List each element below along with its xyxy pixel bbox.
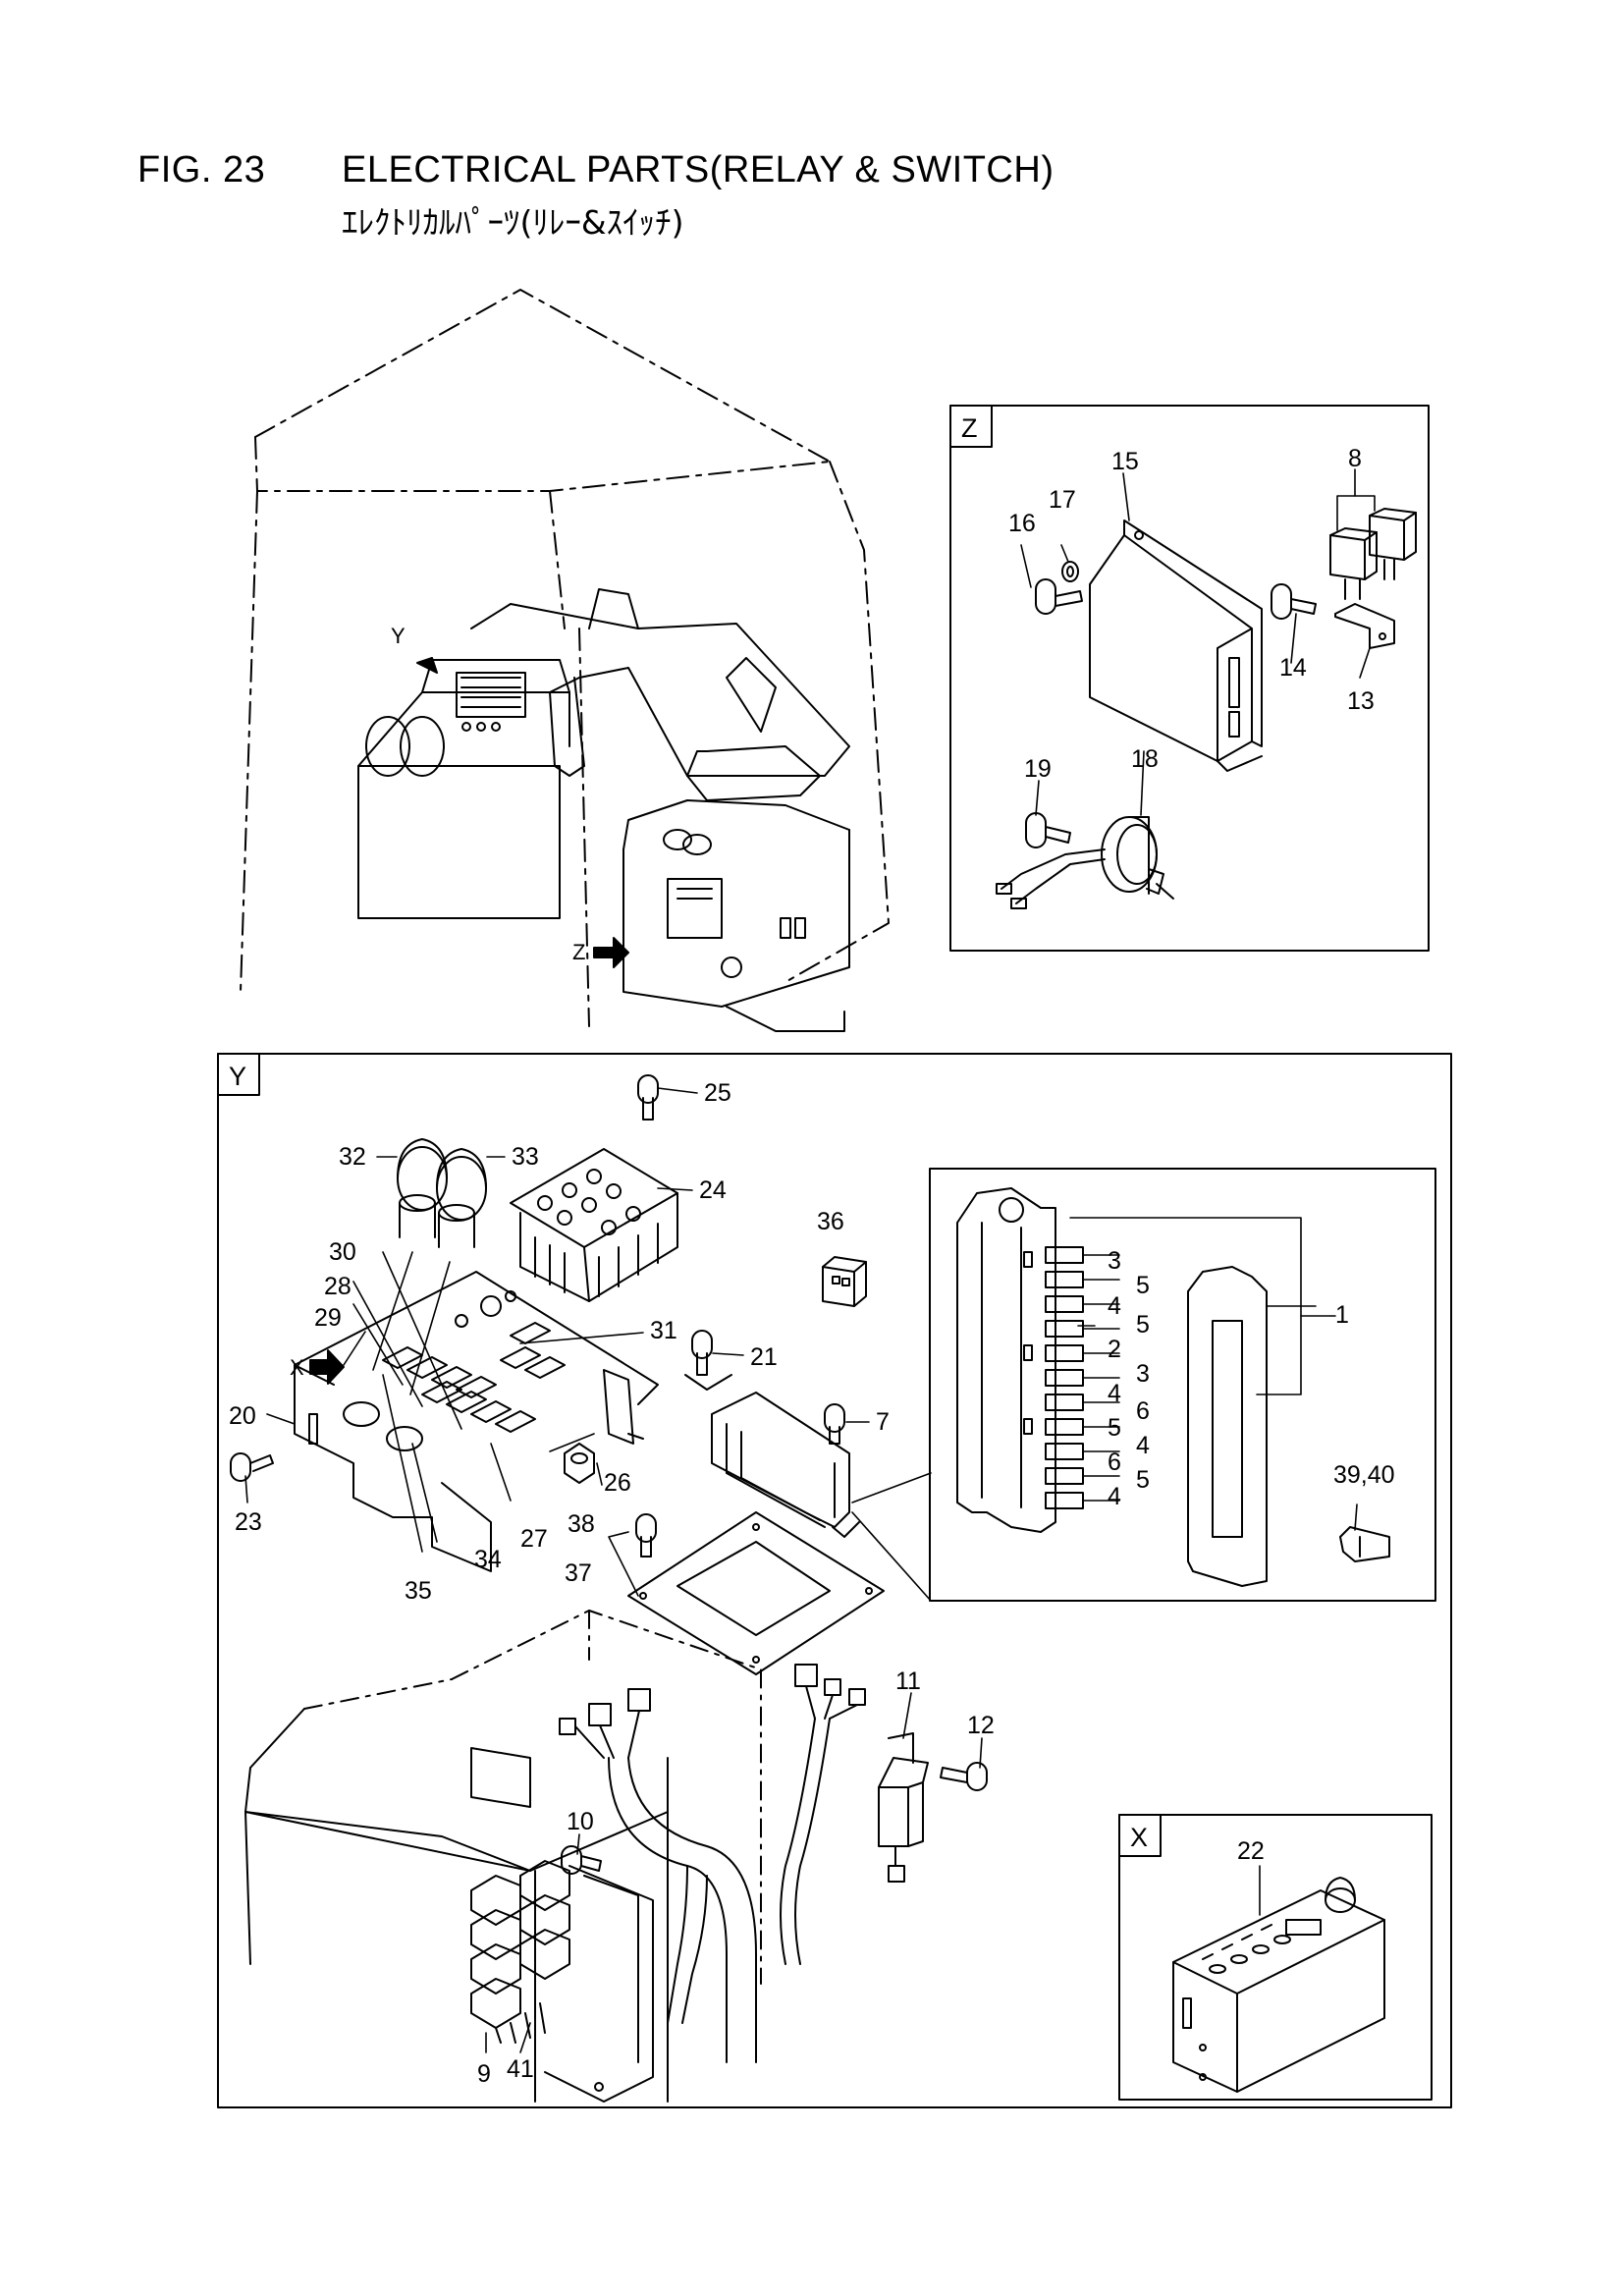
- fuse-label-10: 4: [1136, 1432, 1150, 1459]
- leader-lines: [244, 468, 1376, 2053]
- detail-panel-y-frame: [217, 1053, 1452, 2108]
- callout-16: 16: [1008, 510, 1036, 537]
- fuse-label-4: 5: [1136, 1311, 1150, 1339]
- cab-overview-illustration: [240, 289, 890, 1032]
- detail-panel-x-label: X: [1130, 1823, 1148, 1852]
- figure-title: ELECTRICAL PARTS(RELAY & SWITCH): [342, 149, 1055, 191]
- fuse-label-3: 4: [1108, 1292, 1121, 1320]
- callout-10: 10: [567, 1808, 594, 1835]
- callout-21: 21: [750, 1343, 778, 1371]
- callout-12: 12: [967, 1712, 995, 1739]
- callout-22: 22: [1237, 1837, 1265, 1865]
- panel-z-illustration: [996, 508, 1417, 909]
- callout-35: 35: [405, 1577, 432, 1605]
- callout-numbers: 15 17 16 8 14 13 18 19 25 24 32 33 36 30…: [229, 445, 1395, 2088]
- detail-panel-y-label: Y: [229, 1062, 246, 1091]
- callout-33: 33: [512, 1143, 539, 1171]
- view-x-arrow-label: X: [290, 1355, 304, 1380]
- callout-20: 20: [229, 1402, 256, 1430]
- callout-17: 17: [1049, 486, 1076, 514]
- callout-36: 36: [817, 1208, 844, 1235]
- callout-8: 8: [1348, 445, 1362, 472]
- fuse-label-5: 2: [1108, 1336, 1121, 1363]
- fuse-label-9: 5: [1108, 1414, 1121, 1442]
- fuse-box-subpanel-frame: [929, 1168, 1436, 1602]
- detail-panel-z-label: Z: [961, 413, 978, 443]
- callout-11: 11: [895, 1667, 921, 1695]
- fuse-label-11: 6: [1108, 1449, 1121, 1476]
- callout-15: 15: [1111, 448, 1139, 475]
- callout-39-40: 39,40: [1333, 1461, 1395, 1489]
- detail-panel-x-frame: [1118, 1814, 1433, 2101]
- overview-view-y-label: Y: [391, 624, 406, 648]
- callout-24: 24: [699, 1176, 727, 1204]
- overview-view-z-label: Z: [572, 940, 585, 964]
- callout-18: 18: [1131, 745, 1159, 773]
- fuse-box-illustration: [956, 1187, 1390, 1587]
- fuse-label-1: 3: [1108, 1247, 1121, 1275]
- callout-31: 31: [650, 1317, 677, 1344]
- panel-x-illustration: [1172, 1877, 1385, 2093]
- panel-y-illustration: [230, 1074, 988, 2103]
- callout-26: 26: [604, 1469, 631, 1497]
- callout-30: 30: [329, 1238, 356, 1266]
- detail-panel-z-frame: [949, 405, 1430, 952]
- fuse-label-2: 5: [1136, 1272, 1150, 1299]
- callout-1: 1: [1335, 1301, 1349, 1329]
- callout-28: 28: [324, 1273, 352, 1300]
- callout-9: 9: [477, 2060, 491, 2088]
- callout-23: 23: [235, 1508, 262, 1536]
- fuse-label-13: 4: [1108, 1483, 1121, 1510]
- callout-19: 19: [1024, 755, 1052, 783]
- callout-41: 41: [507, 2055, 534, 2083]
- figure-title-japanese: ｴﾚｸﾄﾘｶﾙﾊﾟｰﾂ(ﾘﾚｰ&ｽｲｯﾁ): [342, 203, 684, 242]
- detail-panel-x-tag: [1118, 1814, 1162, 1857]
- callout-13: 13: [1347, 687, 1375, 715]
- detail-panel-z-tag: [949, 405, 993, 448]
- callout-27: 27: [520, 1525, 548, 1553]
- fuse-label-12: 5: [1136, 1466, 1150, 1494]
- callout-29: 29: [314, 1304, 342, 1332]
- callout-32: 32: [339, 1143, 366, 1171]
- figure-number: FIG. 23: [137, 149, 266, 191]
- callout-7: 7: [876, 1408, 890, 1436]
- callout-34: 34: [474, 1546, 502, 1573]
- view-x-arrow-icon: [309, 1349, 345, 1385]
- detail-panel-y-tag: [217, 1053, 260, 1096]
- callout-37: 37: [565, 1559, 592, 1587]
- fuse-label-7: 4: [1108, 1380, 1121, 1407]
- callout-14: 14: [1279, 654, 1307, 682]
- fuse-label-6: 3: [1136, 1360, 1150, 1388]
- fuse-label-8: 6: [1136, 1397, 1150, 1425]
- callout-38: 38: [568, 1510, 595, 1538]
- callout-25: 25: [704, 1079, 731, 1107]
